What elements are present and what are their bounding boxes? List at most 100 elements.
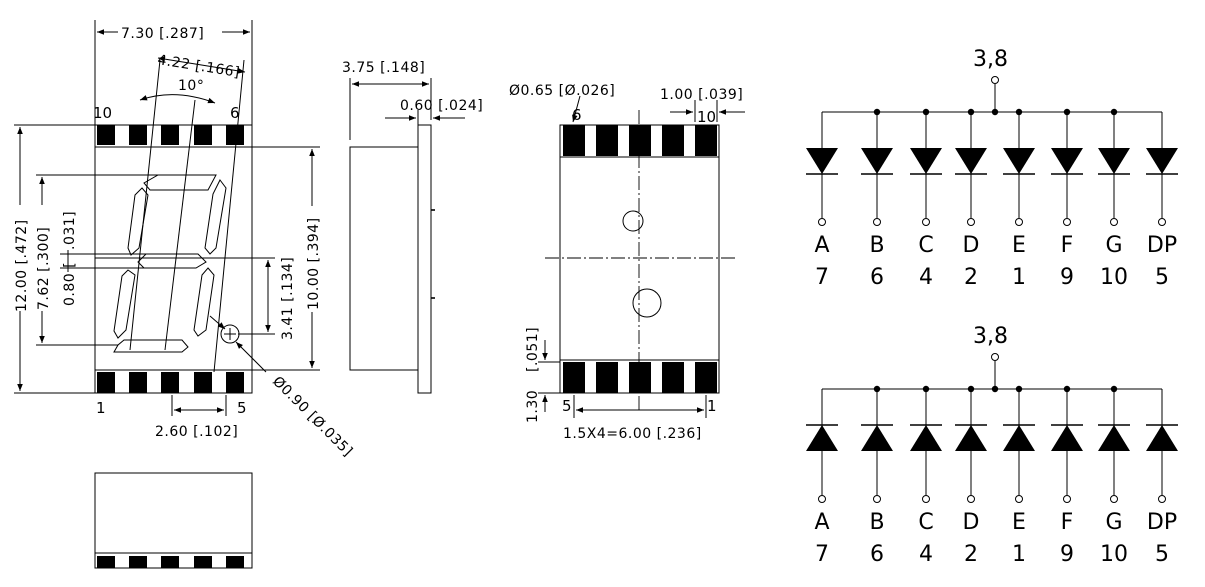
segment-d: D2 — [955, 389, 987, 567]
bottom-top-pads — [563, 125, 717, 156]
segment-terminal — [922, 218, 930, 226]
segment-pin-label: 7 — [815, 542, 829, 567]
segment-terminal — [1015, 218, 1023, 226]
bottom-hole-small — [622, 210, 644, 232]
diode-icon — [1003, 148, 1035, 174]
diode-icon — [806, 148, 838, 174]
front-pin-top-right: 6 — [230, 104, 240, 122]
segment-pin-label: 1 — [1012, 542, 1026, 567]
segment-dp: DP 5 — [1146, 112, 1178, 290]
diode-icon — [861, 148, 893, 174]
segment-a: A7 — [806, 112, 838, 290]
segment-g: G 10 — [1098, 112, 1130, 290]
front-bottom-pads — [97, 372, 244, 393]
bottom-pitch-dim: 1.5X4=6.00 [.236] — [563, 426, 702, 442]
front-angle-dim: 10° — [178, 78, 204, 94]
diode-icon — [1098, 148, 1130, 174]
diode-icon — [910, 148, 942, 174]
segment-name-label: DP — [1147, 233, 1177, 258]
front-pitch-dim: 2.60 [.102] — [155, 424, 238, 440]
front-body-outline — [94, 124, 253, 394]
segment-pin-label: 9 — [1060, 265, 1074, 290]
segment-b: B6 — [861, 389, 893, 567]
common-pin-label: 3,8 — [973, 47, 1008, 72]
bottom-body — [559, 124, 720, 394]
segment-name-label: B — [869, 510, 884, 535]
front-digit-height-dim: 7.62 [.300] — [36, 227, 52, 310]
segment-name-label: G — [1105, 233, 1122, 258]
segment-e: E1 — [1003, 389, 1035, 567]
segment-f: F9 — [1051, 389, 1083, 567]
segment-f: F9 — [1051, 112, 1083, 290]
segment-pin-label: 1 — [1012, 265, 1026, 290]
front-slant-dim: 4.22 [.166] — [156, 52, 241, 81]
segment-name-label: A — [814, 233, 829, 258]
segment-terminal — [1158, 218, 1166, 226]
front-top-pads — [97, 125, 244, 145]
side-body — [349, 146, 419, 371]
segment-name-label: C — [918, 233, 933, 258]
end-view — [94, 472, 253, 569]
bottom-pin-top-right: 10 — [697, 108, 716, 126]
segment-a: A7 — [806, 389, 838, 567]
segment-pin-label: 5 — [1155, 265, 1169, 290]
segment-terminal — [1110, 495, 1118, 503]
segment-e: E1 — [1003, 112, 1035, 290]
segment-pin-label: 4 — [919, 542, 933, 567]
front-pin-bottom-right: 5 — [237, 399, 247, 417]
segment-terminal — [922, 495, 930, 503]
segment-g: G10 — [1098, 389, 1130, 567]
segment-terminal — [1158, 495, 1166, 503]
side-lead-dim: 0.60 [.024] — [400, 98, 483, 114]
diode-icon — [1098, 425, 1130, 451]
segment-pin-label: 6 — [870, 542, 884, 567]
segment-terminal — [873, 495, 881, 503]
segment-dp: DP5 — [1146, 389, 1178, 567]
front-height-dim: 12.00 [.472] — [14, 219, 30, 312]
segment-name-label: E — [1012, 510, 1026, 535]
front-pin-bottom-left: 1 — [96, 399, 106, 417]
side-depth-dim: 3.75 [.148] — [342, 60, 425, 76]
segment-pin-label: 2 — [964, 265, 978, 290]
front-width-dim: 7.30 [.287] — [121, 26, 204, 42]
diode-icon — [955, 148, 987, 174]
segment-c: C4 — [910, 389, 942, 567]
front-body-height-dim: 10.00 [.394] — [306, 217, 322, 310]
side-view: 3.75 [.148] 0.60 [.024] — [342, 60, 483, 394]
segment-pin-label: 2 — [964, 542, 978, 567]
diode-icon — [1003, 425, 1035, 451]
bottom-pad-dim: 1.00 [.039] — [660, 87, 743, 103]
segment-b: B6 — [861, 112, 893, 290]
bottom-pad-len-dim: [.051] — [525, 327, 541, 372]
bottom-pin-bottom-left: 5 — [562, 397, 572, 415]
segment-name-label: D — [963, 233, 980, 258]
common-pin-label: 3,8 — [973, 324, 1008, 349]
segment-terminal — [873, 218, 881, 226]
diode-icon — [955, 425, 987, 451]
bottom-pin-top-left: 6 — [572, 106, 582, 124]
common-pin-terminal — [991, 76, 999, 84]
segment-pin-label: 7 — [815, 265, 829, 290]
diode-icon — [1051, 425, 1083, 451]
segment-name-label: C — [918, 510, 933, 535]
segment-name-label: F — [1061, 233, 1074, 258]
segment-terminal — [1063, 218, 1071, 226]
bottom-pad-len-dim-b: 1.30 — [525, 390, 541, 423]
front-seg-width-dim-b: 0.80 [ — [62, 262, 78, 306]
segment-terminal — [818, 495, 826, 503]
diode-icon — [1051, 148, 1083, 174]
bottom-view: Ø0.65 [Ø.026] 1.00 [.039] 6 10 5 1 [.051… — [509, 83, 745, 442]
bottom-bottom-pads — [563, 362, 717, 393]
segment-pin-label: 10 — [1100, 265, 1128, 290]
segment-terminal — [1110, 218, 1118, 226]
bottom-hole-dim: Ø0.65 [Ø.026] — [509, 83, 615, 99]
segment-d: D2 — [955, 112, 987, 290]
segment-name-label: A — [814, 510, 829, 535]
segment-terminal — [1063, 495, 1071, 503]
bottom-hole-large — [632, 288, 662, 318]
segment-c: C4 — [910, 112, 942, 290]
segment-terminal — [967, 495, 975, 503]
segment-terminal — [1015, 495, 1023, 503]
